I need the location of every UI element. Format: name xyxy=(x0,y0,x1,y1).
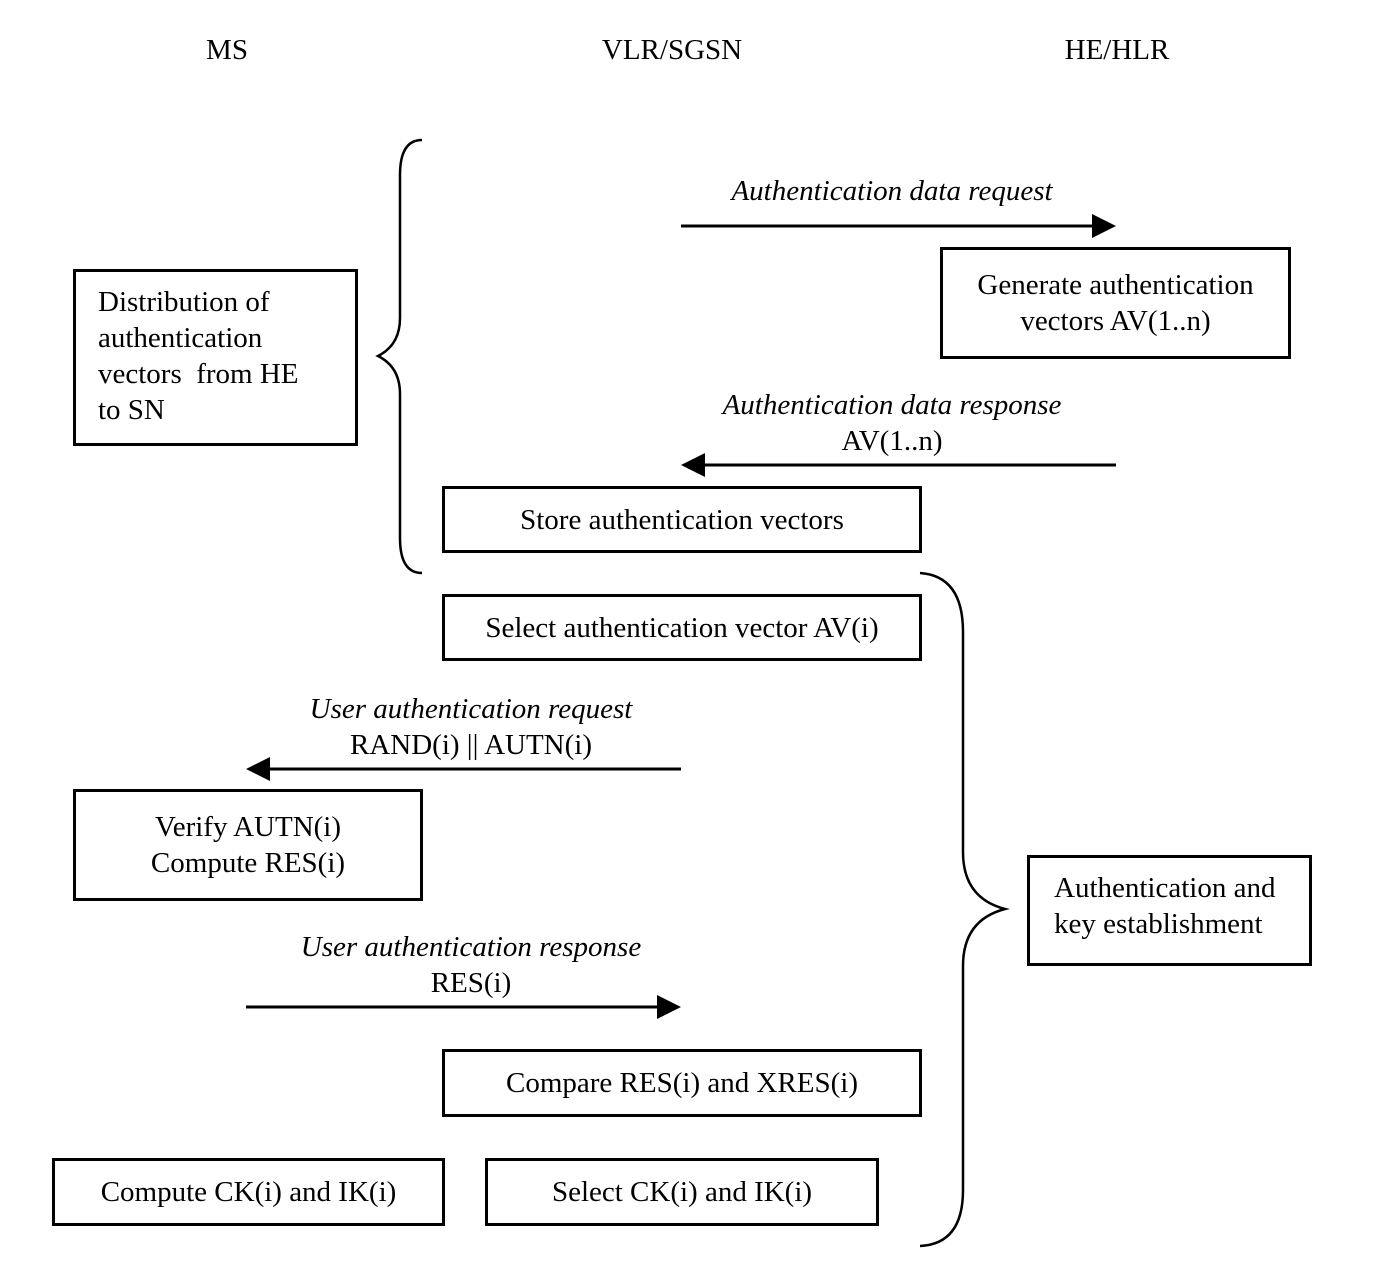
header-he-hlr: HE/HLR xyxy=(1064,34,1170,66)
verify-compute-box: Verify AUTN(i) Compute RES(i) xyxy=(73,789,423,901)
user-auth-response-label: User authentication response RES(i) xyxy=(191,929,751,1001)
arrow-user-auth-response xyxy=(246,995,681,1019)
auth-data-request-text: Authentication data request xyxy=(731,175,1053,207)
store-label: Store authentication vectors xyxy=(520,503,844,536)
auth-data-request-label: Authentication data request xyxy=(612,173,1172,209)
header-vlr-sgsn: VLR/SGSN xyxy=(601,34,743,66)
compare-label: Compare RES(i) and XRES(i) xyxy=(506,1067,858,1099)
distribution-line-4: to SN xyxy=(98,394,165,426)
arrow-user-auth-request xyxy=(246,757,681,781)
distribution-brace xyxy=(375,138,423,575)
select-keys-label: Select CK(i) and IK(i) xyxy=(551,1176,813,1208)
auth-data-response-text: Authentication data response xyxy=(722,389,1062,421)
user-auth-request-param: RAND(i) || AUTN(i) xyxy=(350,729,592,761)
verify-line-1: Verify AUTN(i) xyxy=(154,811,342,843)
user-auth-request-label: User authentication request RAND(i) || A… xyxy=(191,691,751,763)
store-vectors-box: Store authentication vectors xyxy=(442,486,922,553)
arrow-auth-data-response xyxy=(681,453,1116,477)
generate-line-2: vectors AV(1..n) xyxy=(1020,305,1211,337)
header-ms: MS xyxy=(206,34,248,66)
select-keys-box: Select CK(i) and IK(i) xyxy=(485,1158,879,1226)
user-auth-response-param: RES(i) xyxy=(430,967,512,999)
auth-data-response-param: AV(1..n) xyxy=(841,425,943,457)
generate-vectors-box: Generate authentication vectors AV(1..n) xyxy=(940,247,1291,359)
ake-phase-box: Authentication and key establishment xyxy=(1027,855,1312,966)
select-av-box: Select authentication vector AV(i) xyxy=(442,594,922,661)
distribution-phase-box: Distribution of authentication vectors f… xyxy=(73,269,358,446)
compare-res-box: Compare RES(i) and XRES(i) xyxy=(442,1049,922,1117)
verify-line-2: Compute RES(i) xyxy=(150,847,346,879)
ake-brace xyxy=(919,571,1010,1248)
ake-line-2: key establishment xyxy=(1054,908,1263,940)
user-auth-request-text: User authentication request xyxy=(309,693,633,725)
distribution-line-3: vectors from HE xyxy=(98,358,299,390)
select-av-label: Select authentication vector AV(i) xyxy=(485,611,879,644)
auth-data-response-label: Authentication data response AV(1..n) xyxy=(612,387,1172,459)
compute-keys-box: Compute CK(i) and IK(i) xyxy=(52,1158,445,1226)
distribution-line-2: authentication xyxy=(98,322,263,354)
compute-keys-label: Compute CK(i) and IK(i) xyxy=(100,1176,397,1208)
arrow-auth-data-request xyxy=(681,214,1116,238)
generate-line-1: Generate authentication xyxy=(977,269,1254,301)
distribution-line-1: Distribution of xyxy=(98,286,270,318)
user-auth-response-text: User authentication response xyxy=(300,931,642,963)
ake-line-1: Authentication and xyxy=(1054,872,1276,904)
